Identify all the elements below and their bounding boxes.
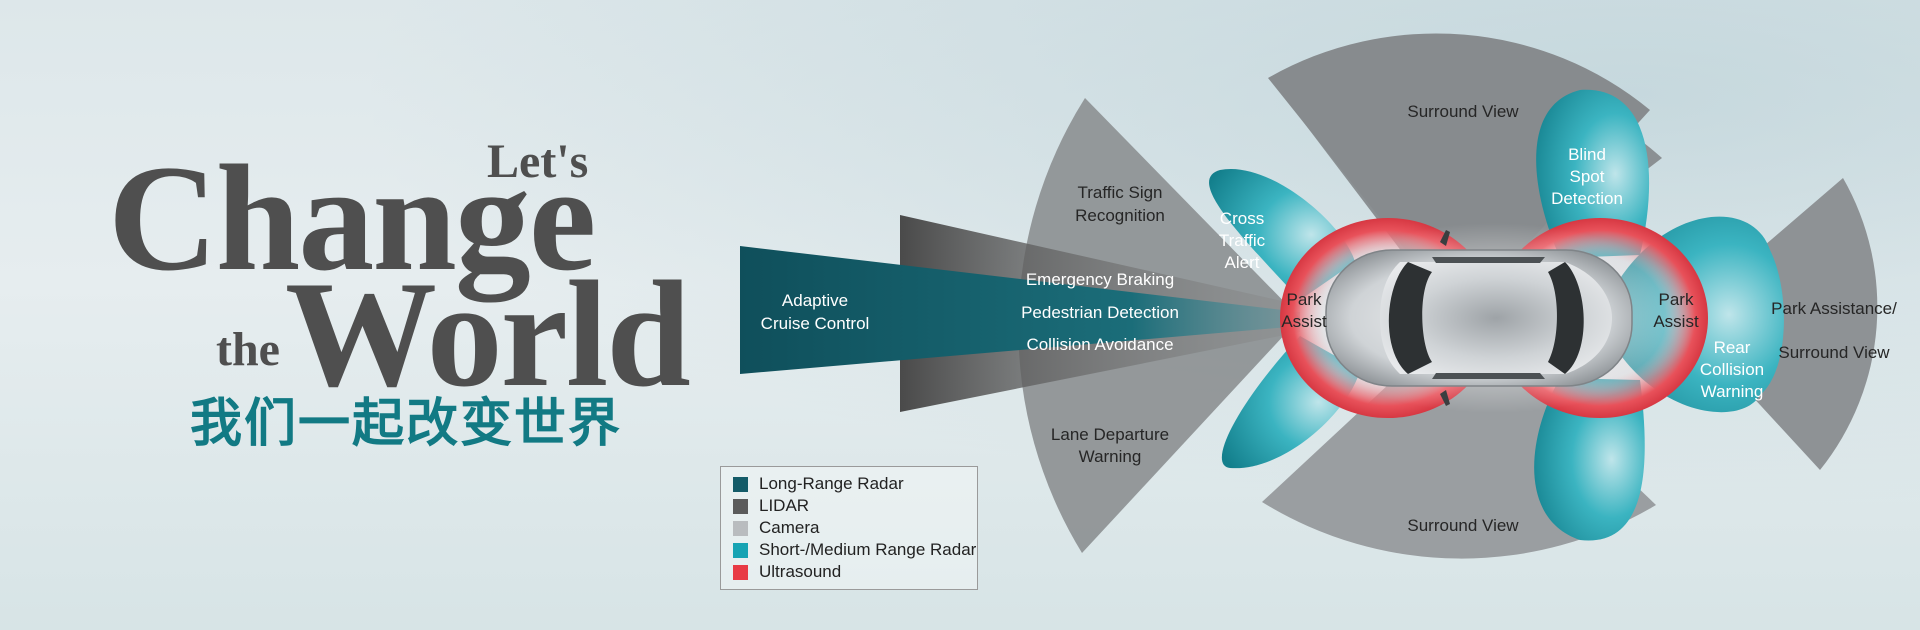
legend-swatch-camera <box>733 520 748 536</box>
label-park-assistance-surround: Park Assistance/ Surround View <box>1771 299 1897 362</box>
legend-label-camera: Camera <box>759 518 820 537</box>
label-blind-spot-line3: Detection <box>1551 189 1623 208</box>
legend-item-lidar: LIDAR <box>733 495 977 517</box>
label-blind-spot-line2: Spot <box>1570 167 1605 186</box>
label-park-assistance-line1: Park Assistance/ <box>1771 299 1897 318</box>
legend-item-short-medium-radar: Short-/Medium Range Radar <box>733 539 977 561</box>
legend-label-long-range-radar: Long-Range Radar <box>759 474 904 493</box>
label-blind-spot: Blind Spot Detection <box>1551 145 1623 208</box>
label-park-assist-rear-line1: Park <box>1659 290 1694 309</box>
headline-chinese: 我们一起改变世界 <box>190 394 623 454</box>
long-range-radar-sector <box>740 246 1300 374</box>
label-traffic-sign-line1: Traffic Sign <box>1077 183 1162 202</box>
legend: Long-Range Radar LIDAR Camera Short-/Med… <box>720 466 978 590</box>
car-top-view <box>1325 230 1633 406</box>
label-cross-traffic-line2: Traffic <box>1219 231 1266 250</box>
headline-world: World <box>285 250 691 418</box>
label-adaptive-cruise-line1: Adaptive <box>782 291 848 310</box>
label-park-assist-front-line2: Assist <box>1281 312 1327 331</box>
label-lane-departure-line1: Lane Departure <box>1051 425 1169 444</box>
label-cross-traffic-line3: Alert <box>1225 253 1260 272</box>
label-pedestrian-detection: Pedestrian Detection <box>1021 303 1179 322</box>
label-park-assist-front-line1: Park <box>1287 290 1322 309</box>
label-park-assist-rear: Park Assist <box>1653 290 1699 331</box>
label-traffic-sign: Traffic Sign Recognition <box>1075 183 1165 225</box>
label-traffic-sign-line2: Recognition <box>1075 206 1165 225</box>
legend-label-ultrasound: Ultrasound <box>759 562 842 581</box>
legend-label-lidar: LIDAR <box>759 496 810 515</box>
legend-item-long-range-radar: Long-Range Radar <box>733 473 977 495</box>
legend-item-camera: Camera <box>733 517 977 539</box>
headline-the: the <box>216 323 280 376</box>
label-rear-collision-line3: Warning <box>1701 382 1764 401</box>
label-emergency-braking: Emergency Braking <box>1026 270 1174 289</box>
label-park-assist-front: Park Assist <box>1281 290 1327 331</box>
legend-swatch-long-range-radar <box>733 476 748 492</box>
label-surround-view-bottom: Surround View <box>1407 516 1519 535</box>
label-collision-avoidance: Collision Avoidance <box>1026 335 1173 354</box>
label-cross-traffic-line1: Cross <box>1220 209 1264 228</box>
label-rear-collision-line1: Rear <box>1714 338 1751 357</box>
label-adaptive-cruise: Adaptive Cruise Control <box>761 291 870 333</box>
label-park-assist-rear-line2: Assist <box>1653 312 1699 331</box>
label-rear-collision-line2: Collision <box>1700 360 1764 379</box>
label-blind-spot-line1: Blind <box>1568 145 1606 164</box>
legend-swatch-short-medium-radar <box>733 542 748 558</box>
label-park-assistance-line2: Surround View <box>1778 343 1890 362</box>
legend-swatch-lidar <box>733 498 748 514</box>
label-adaptive-cruise-line2: Cruise Control <box>761 314 870 333</box>
label-cross-traffic: Cross Traffic Alert <box>1219 209 1266 272</box>
rear-blind-spot-radar-lobe <box>1534 378 1645 541</box>
blind-spot-radar-lobe <box>1536 89 1650 258</box>
headline-change: Change <box>108 134 596 302</box>
legend-label-short-medium-radar: Short-/Medium Range Radar <box>759 540 977 559</box>
label-lane-departure-line2: Warning <box>1079 447 1142 466</box>
label-lane-departure: Lane Departure Warning <box>1051 425 1169 466</box>
legend-swatch-ultrasound <box>733 564 748 580</box>
label-surround-view-top: Surround View <box>1407 102 1519 121</box>
label-rear-collision: Rear Collision Warning <box>1700 338 1764 401</box>
legend-item-ultrasound: Ultrasound <box>733 561 977 583</box>
headline-lets: Let's <box>487 135 589 188</box>
